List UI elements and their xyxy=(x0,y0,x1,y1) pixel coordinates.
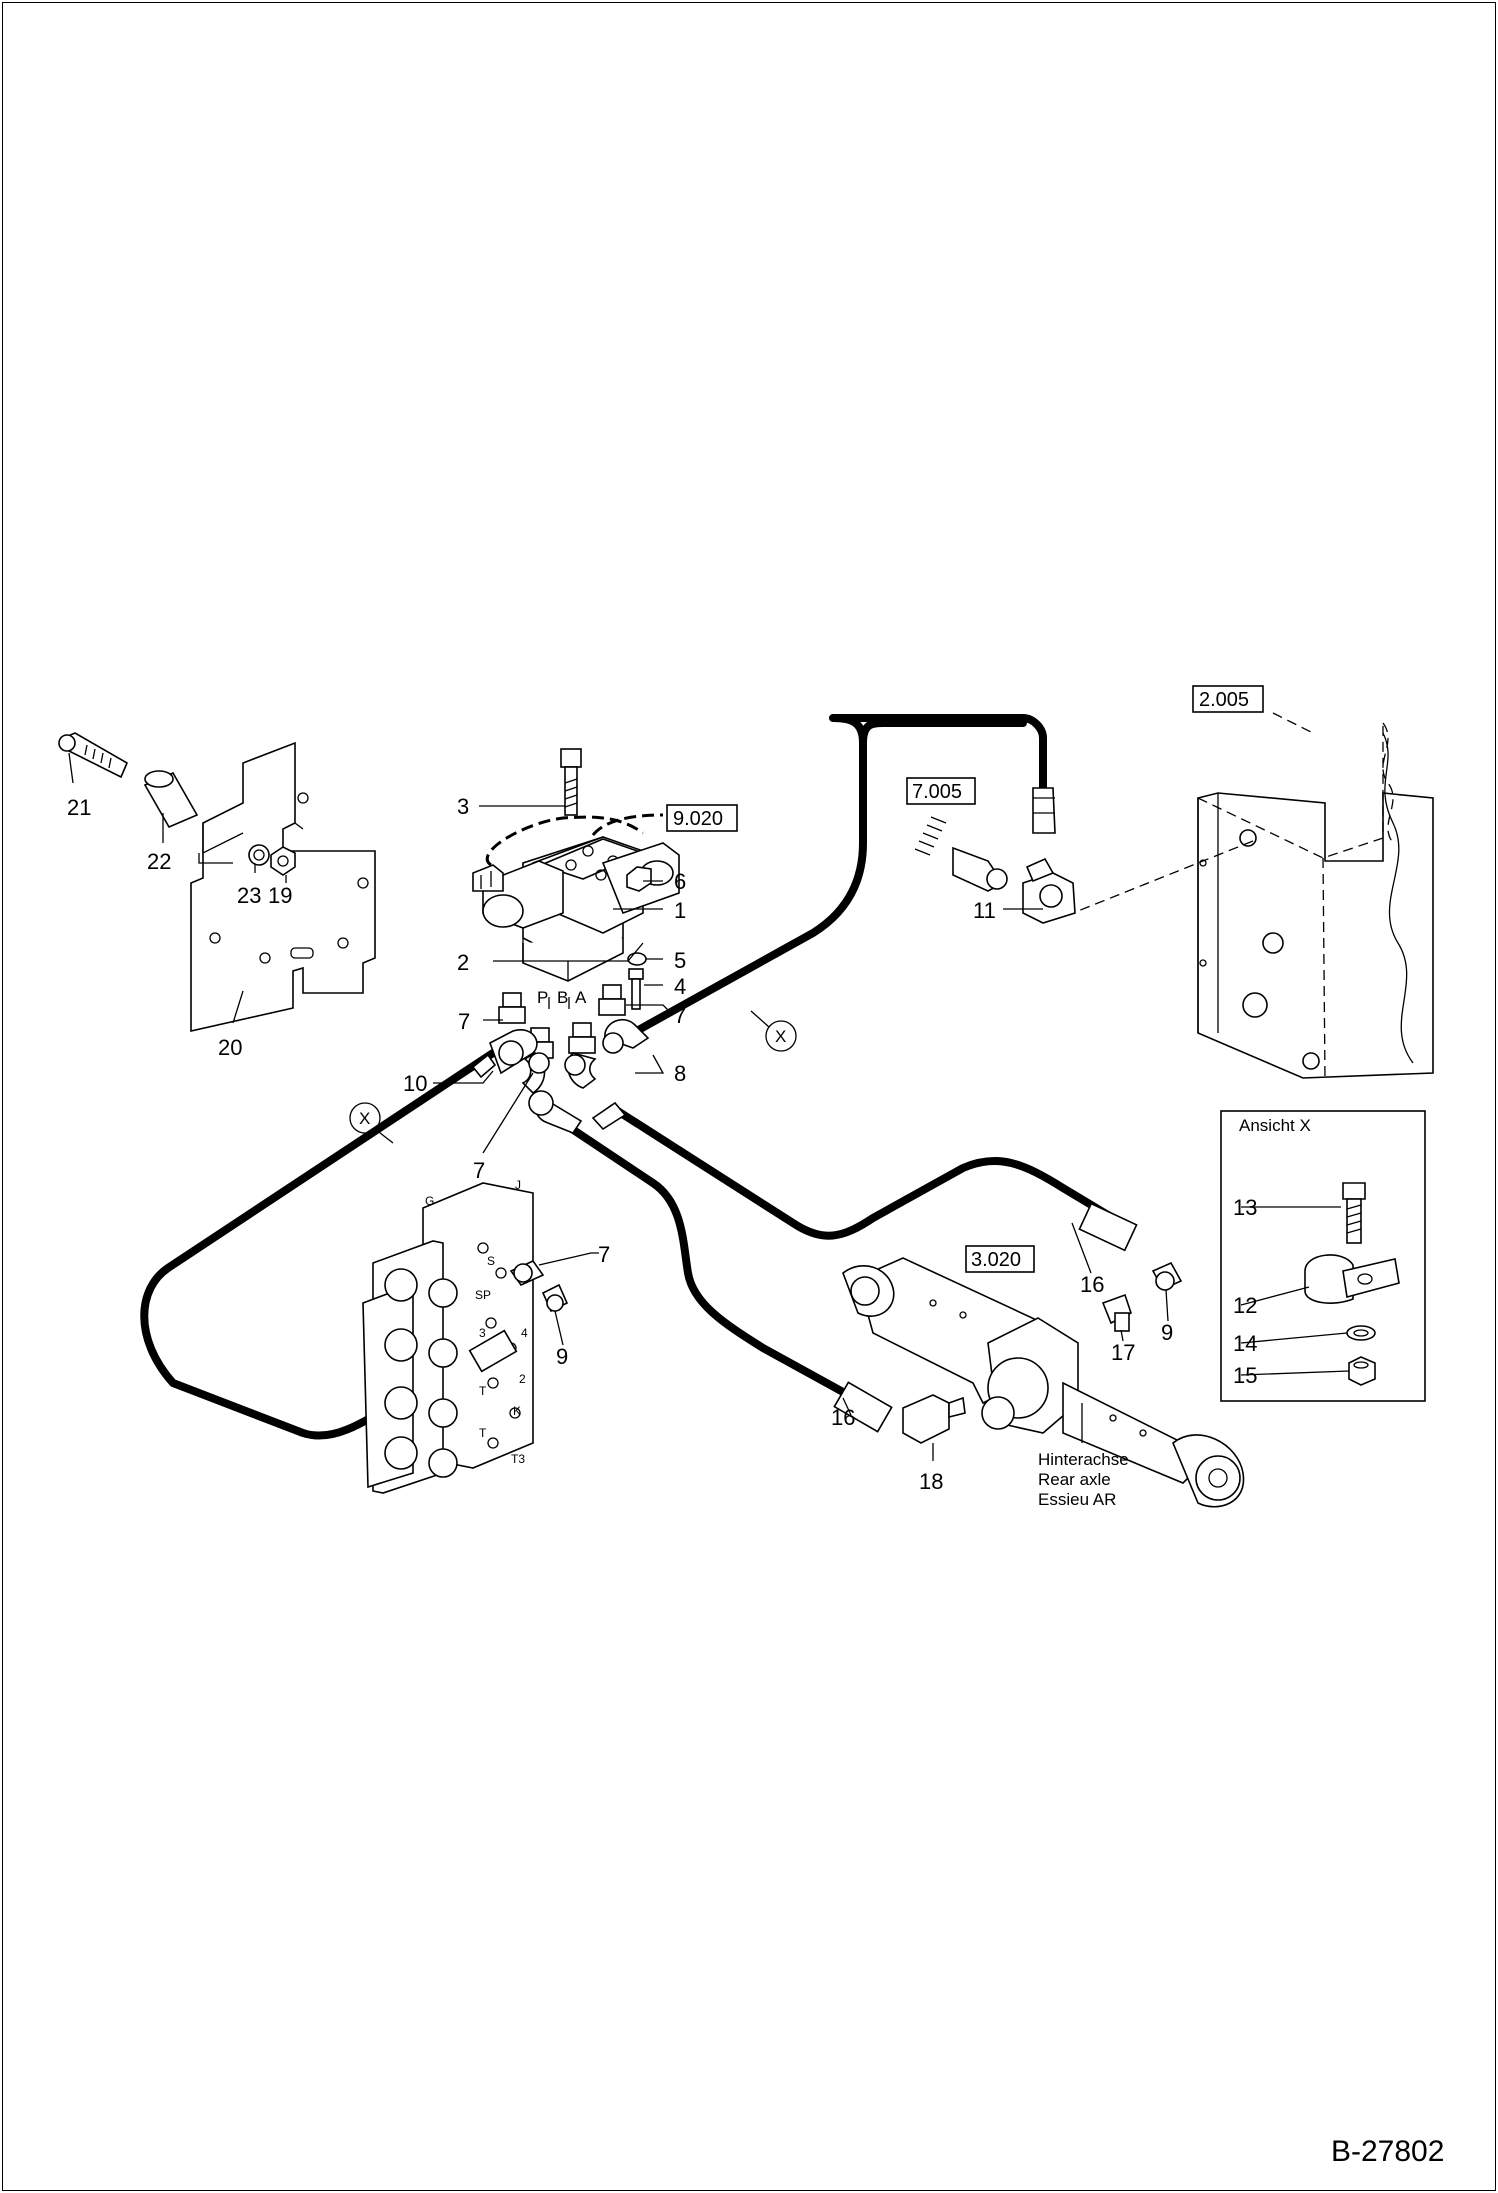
port-a-label: A xyxy=(575,988,587,1007)
callout-7-c: 7 xyxy=(473,1158,485,1183)
callout-1: 1 xyxy=(674,898,686,923)
callout-20: 20 xyxy=(218,1035,242,1060)
callout-23: 23 xyxy=(237,883,261,908)
elbow-18 xyxy=(902,1394,966,1444)
block-mark-t3: T3 xyxy=(511,1452,525,1466)
rear-axle xyxy=(842,1257,1245,1508)
callout-numbers: 1 2 3 4 5 6 7 7 7 7 8 9 9 10 11 12 13 14… xyxy=(67,794,1257,1494)
washer-23 xyxy=(248,844,270,866)
svg-text:X: X xyxy=(359,1109,370,1128)
line-7005-fitting xyxy=(914,816,1008,892)
callout-3: 3 xyxy=(457,794,469,819)
detail-view-title: Ansicht X xyxy=(1239,1116,1311,1135)
exploded-parts-diagram: P B A xyxy=(58,685,1444,2168)
callout-15: 15 xyxy=(1233,1363,1257,1388)
hydraulic-tank xyxy=(1072,712,1434,1079)
callout-2: 2 xyxy=(457,950,469,975)
callout-14: 14 xyxy=(1233,1331,1257,1356)
fitting-17 xyxy=(1101,1293,1132,1332)
block-mark-4: 4 xyxy=(521,1326,528,1340)
tee-fitting-11 xyxy=(1022,857,1076,924)
port-labels: P B A xyxy=(537,988,587,1009)
block-fittings xyxy=(468,1259,569,1373)
document-id: B-27802 xyxy=(1331,2135,1444,2168)
callout-11: 11 xyxy=(973,898,996,923)
callout-17: 17 xyxy=(1111,1340,1135,1365)
leader-lines xyxy=(68,752,1350,1461)
svg-text:9.020: 9.020 xyxy=(673,808,723,830)
callout-18: 18 xyxy=(919,1469,943,1494)
callout-9-a: 9 xyxy=(556,1344,568,1369)
rear-axle-label: Hinterachse Rear axle Essieu AR xyxy=(1038,1450,1129,1509)
block-mark-t1: T xyxy=(479,1384,487,1398)
block-mark-s: S xyxy=(487,1254,495,1268)
svg-text:Essieu AR: Essieu AR xyxy=(1038,1490,1116,1509)
block-mark-k: K xyxy=(513,1404,521,1418)
ref-box-7005: 7.005 xyxy=(906,777,976,805)
callout-16-b: 16 xyxy=(831,1405,855,1430)
connector-wire xyxy=(485,813,664,867)
ref-box-3020: 3.020 xyxy=(965,1245,1035,1273)
screw-4 xyxy=(628,968,644,1010)
callout-7-d: 7 xyxy=(598,1242,610,1267)
svg-text:2.005: 2.005 xyxy=(1199,689,1249,711)
svg-text:7.005: 7.005 xyxy=(912,781,962,803)
callout-7-a: 7 xyxy=(458,1009,470,1034)
view-marker-x-1: X xyxy=(349,1102,394,1144)
callout-5: 5 xyxy=(674,948,686,973)
detail-view-x: Ansicht X xyxy=(1220,1110,1426,1402)
hose-fittings xyxy=(471,787,1138,1433)
port-b-label: B xyxy=(557,988,568,1007)
plug-6 xyxy=(626,866,652,892)
block-mark-2: 2 xyxy=(519,1372,526,1386)
callout-9-b: 9 xyxy=(1161,1320,1173,1345)
port-p-label: P xyxy=(537,988,548,1007)
block-mark-3: 3 xyxy=(479,1326,486,1340)
svg-text:3.020: 3.020 xyxy=(971,1249,1021,1271)
callout-4: 4 xyxy=(674,974,686,999)
mounting-bracket xyxy=(190,741,376,1033)
callout-12: 12 xyxy=(1233,1293,1257,1318)
callout-7-b: 7 xyxy=(674,1003,686,1028)
fitting-9-axle xyxy=(1151,1261,1183,1291)
screw-3 xyxy=(560,748,582,816)
svg-text:Rear axle: Rear axle xyxy=(1038,1470,1111,1489)
callout-6: 6 xyxy=(674,869,686,894)
block-mark-g: G xyxy=(425,1194,434,1208)
callout-13: 13 xyxy=(1233,1195,1257,1220)
svg-text:Hinterachse: Hinterachse xyxy=(1038,1450,1129,1469)
callout-8: 8 xyxy=(674,1061,686,1086)
seal-5 xyxy=(627,952,647,966)
ref-box-9020: 9.020 xyxy=(666,804,738,832)
callout-16-a: 16 xyxy=(1080,1272,1104,1297)
nut-19 xyxy=(270,846,296,876)
block-mark-t2: T xyxy=(479,1426,487,1440)
solenoid-valve xyxy=(472,836,680,982)
ref-box-2005: 2.005 xyxy=(1192,685,1264,713)
svg-text:X: X xyxy=(775,1027,786,1046)
view-marker-x-2: X xyxy=(750,1010,797,1052)
hose-lines xyxy=(140,714,1117,1440)
spacer-22 xyxy=(143,770,199,829)
callout-10: 10 xyxy=(403,1071,427,1096)
block-mark-j: J xyxy=(515,1178,521,1192)
callout-22: 22 xyxy=(147,849,171,874)
callout-19: 19 xyxy=(268,883,292,908)
block-mark-sp: SP xyxy=(475,1288,491,1302)
bolt-21 xyxy=(58,732,129,779)
callout-21: 21 xyxy=(67,795,91,820)
control-valve-block: G J S SP 3 4 2 T T K T3 xyxy=(362,1178,534,1494)
